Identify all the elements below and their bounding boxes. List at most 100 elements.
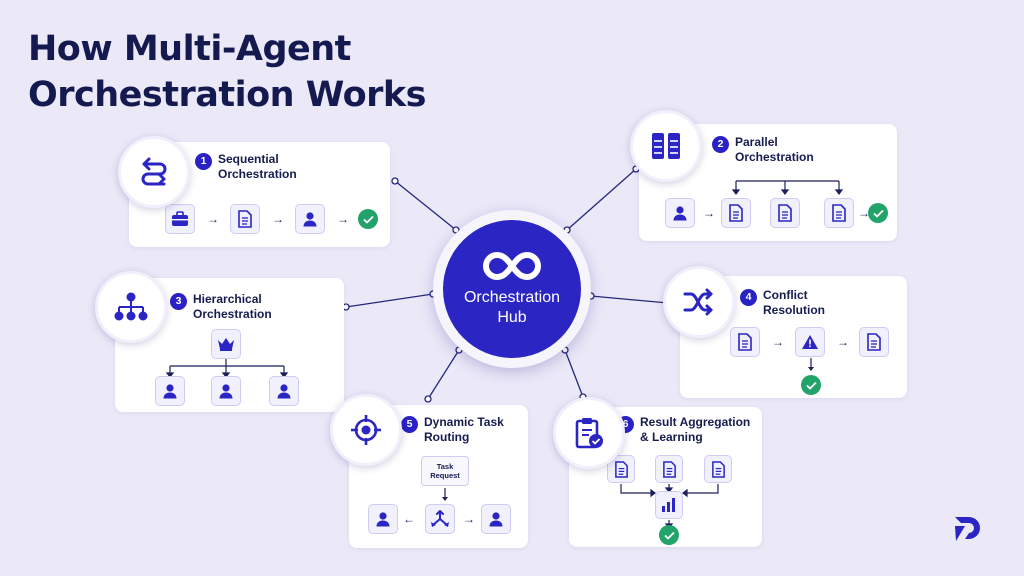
document-icon	[832, 204, 846, 222]
briefcase-box	[165, 204, 195, 234]
crown-icon	[218, 338, 234, 351]
card-title-line: Result Aggregation	[640, 415, 751, 429]
agent-box	[211, 376, 241, 406]
crown-box	[211, 329, 241, 359]
step-number-badge: 1	[195, 153, 212, 170]
arrow-left-icon: ←	[403, 512, 415, 526]
agent-box	[269, 376, 299, 406]
shuffle-icon	[683, 288, 713, 316]
document-icon	[867, 333, 881, 351]
org-tree-icon	[114, 292, 148, 321]
person-icon	[163, 384, 177, 399]
brand-logo-icon	[955, 517, 980, 541]
step-number-badge: 3	[170, 293, 187, 310]
card-title-line: Orchestration	[735, 150, 814, 164]
page-title: How Multi-Agent Orchestration Works	[28, 26, 468, 118]
hub-label-line: Hub	[497, 309, 527, 326]
target-icon	[351, 415, 381, 445]
warning-box	[795, 327, 825, 357]
document-box	[230, 204, 260, 234]
document-box	[824, 198, 854, 228]
check-icon	[659, 525, 679, 545]
document-icon	[238, 210, 252, 228]
card-icon-circle	[330, 394, 402, 466]
card-title-line: Resolution	[763, 303, 825, 317]
person-icon	[277, 384, 291, 399]
arrow-right-icon: →	[703, 206, 715, 220]
card-title-line: Orchestration	[218, 167, 297, 181]
router-box	[425, 504, 455, 534]
check-icon	[358, 209, 378, 229]
document-box	[704, 455, 732, 483]
task-request-line: Task	[436, 462, 454, 471]
infinity-icon	[483, 251, 541, 281]
warning-icon	[802, 335, 818, 349]
document-box	[770, 198, 800, 228]
step-number-badge: 4	[740, 289, 757, 306]
arrow-right-icon: →	[858, 206, 870, 220]
arrow-down-icon	[442, 488, 448, 501]
document-box	[721, 198, 751, 228]
document-icon	[778, 204, 792, 222]
person-icon	[673, 206, 687, 221]
card-title-line: & Learning	[640, 430, 703, 444]
arrow-right-icon: →	[337, 212, 349, 226]
orchestration-hub: Orchestration Hub	[433, 210, 591, 368]
person-icon	[489, 512, 503, 527]
arrow-down-icon	[808, 358, 814, 371]
hub-label-line: Orchestration	[463, 289, 561, 306]
bar-chart-icon	[662, 498, 675, 512]
agent-box	[155, 376, 185, 406]
card-title-line: Dynamic Task	[424, 415, 504, 429]
card-title-line: Orchestration	[193, 307, 272, 321]
document-icon	[662, 460, 676, 478]
check-icon	[868, 203, 888, 223]
card-title-line: Routing	[424, 430, 470, 444]
document-icon	[729, 204, 743, 222]
person-icon	[303, 212, 317, 227]
document-icon	[711, 460, 725, 478]
person-icon	[219, 384, 233, 399]
agent-box	[295, 204, 325, 234]
document-box	[655, 455, 683, 483]
card-title-line: Sequential	[218, 152, 279, 166]
document-icon	[738, 333, 752, 351]
card-title-line: Hierarchical	[193, 292, 262, 306]
clipboard-check-icon	[575, 418, 603, 449]
step-number-badge: 5	[401, 416, 418, 433]
document-box	[859, 327, 889, 357]
card-icon-circle	[118, 136, 190, 208]
briefcase-icon	[172, 211, 188, 226]
document-box	[730, 327, 760, 357]
person-icon	[376, 512, 390, 527]
chart-box	[655, 491, 683, 519]
card-icon-circle	[95, 271, 167, 343]
parallel-branch-lines	[731, 180, 844, 195]
page-title-line1: How Multi-Agent	[28, 29, 351, 69]
agent-box	[368, 504, 398, 534]
card-title-line: Parallel	[735, 135, 778, 149]
step-number-badge: 2	[712, 136, 729, 153]
card-icon-circle	[663, 266, 735, 338]
check-icon	[801, 375, 821, 395]
agent-box	[665, 198, 695, 228]
document-icon	[614, 460, 628, 478]
arrow-right-icon: →	[463, 512, 475, 526]
arrow-right-icon: →	[272, 212, 284, 226]
card-title-line: Conflict	[763, 288, 808, 302]
card-icon-circle	[630, 110, 702, 182]
page-title-line2: Orchestration Works	[28, 75, 427, 115]
agent-box	[481, 504, 511, 534]
hierarchy-branch-lines	[165, 359, 289, 378]
arrow-right-icon: →	[837, 335, 849, 349]
split-arrows-icon	[431, 510, 449, 527]
arrow-right-icon: →	[207, 212, 219, 226]
parallel-columns-icon	[652, 133, 680, 159]
